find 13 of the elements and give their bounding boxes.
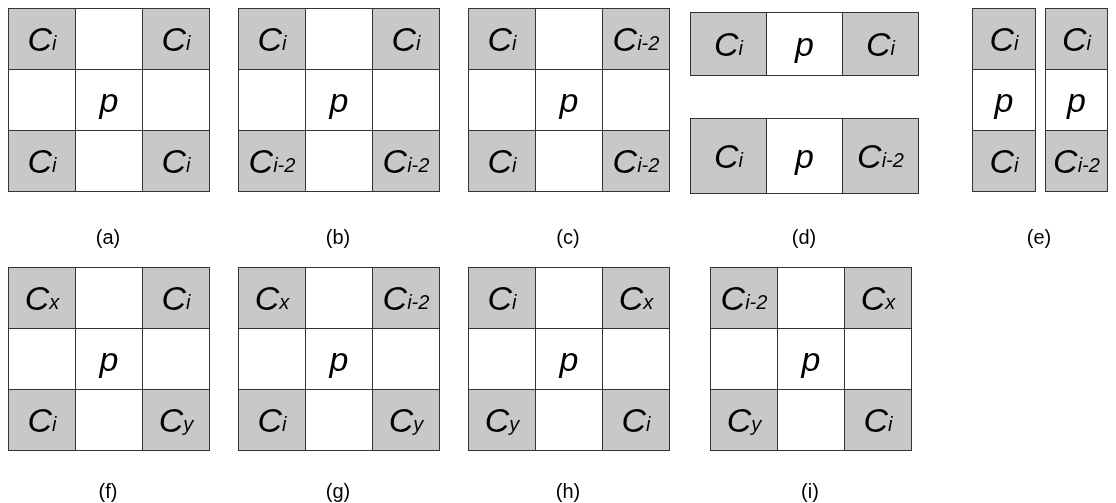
panel-caption: (f): [98, 480, 118, 503]
grid-cell: p: [766, 118, 843, 194]
panel-caption: (h): [555, 480, 581, 503]
panel-caption: (g): [325, 480, 351, 503]
grid-cell: p: [766, 12, 843, 76]
panel-caption: (c): [556, 226, 580, 249]
grid-cell: p: [1045, 69, 1108, 131]
panel-caption: (e): [1026, 226, 1052, 249]
panel-caption: (a): [95, 226, 121, 249]
panel-caption: (d): [791, 226, 817, 249]
panel-caption: (i): [801, 480, 819, 503]
grid-cell: p: [972, 69, 1036, 131]
panel-caption: (b): [325, 226, 351, 249]
